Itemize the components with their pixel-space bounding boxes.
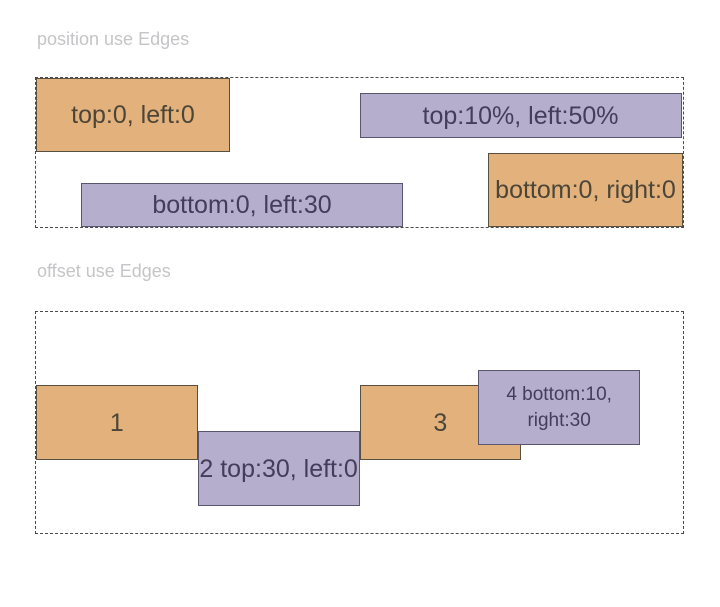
demo-box-label: 2 top:30, left:0 xyxy=(199,454,358,483)
demo-box-top-left: top:0, left:0 xyxy=(36,78,230,152)
section-title-position: position use Edges xyxy=(37,29,190,49)
offset-demo-container: 1 2 top:30, left:0 3 4 bottom:10, right:… xyxy=(35,311,684,534)
demo-box-label: 4 bottom:10, right:30 xyxy=(506,383,612,431)
position-demo-container: top:0, left:0 top:10%, left:50% bottom:0… xyxy=(35,77,684,228)
offset-box-2: 2 top:30, left:0 xyxy=(197,431,360,506)
demo-box-top-percent: top:10%, left:50% xyxy=(359,93,682,138)
demo-box-bottom-left: bottom:0, left:30 xyxy=(81,183,403,227)
section-title-offset: offset use Edges xyxy=(37,261,171,281)
offset-box-4: 4 bottom:10, right:30 xyxy=(478,370,640,445)
demo-box-label: top:0, left:0 xyxy=(71,101,195,129)
demo-box-bottom-right: bottom:0, right:0 xyxy=(488,153,683,227)
demo-box-label: bottom:0, left:30 xyxy=(152,191,332,219)
demo-box-label: top:10%, left:50% xyxy=(422,101,619,130)
demo-box-label: 1 xyxy=(109,408,124,437)
demo-box-label: bottom:0, right:0 xyxy=(495,176,676,204)
demo-box-label: 3 xyxy=(433,408,448,437)
offset-box-1: 1 xyxy=(36,385,198,460)
